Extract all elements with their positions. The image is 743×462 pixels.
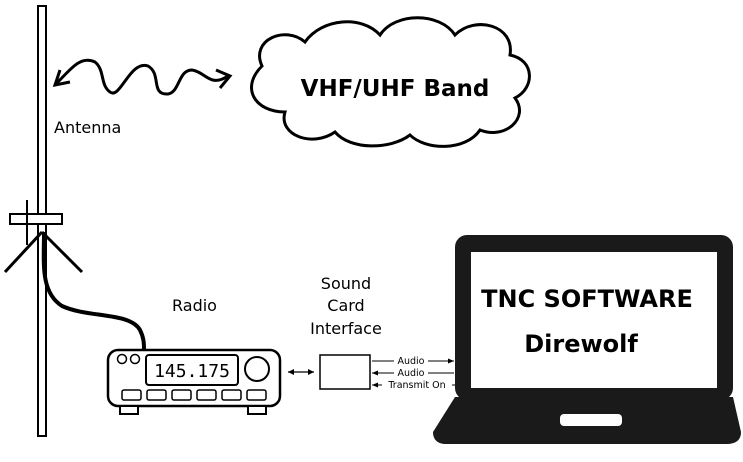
radio-display [145, 354, 239, 386]
signal-audio-out-label: Audio [397, 356, 424, 367]
radio-button [196, 389, 217, 401]
software-label-line1: TNC SOFTWARE [481, 285, 693, 313]
band-label: VHF/UHF Band [301, 76, 490, 102]
radio-knob-small-1 [116, 353, 128, 365]
radio-label: Radio [172, 296, 217, 315]
signal-audio-out: Audio [372, 355, 454, 367]
antenna-radial-left [3, 230, 44, 274]
software-label-line2: Direwolf [524, 330, 638, 358]
laptop-screen [471, 252, 717, 388]
coax-cable [41, 231, 146, 351]
radio-knob-small-2 [129, 353, 141, 365]
antenna-radial-right [40, 230, 84, 274]
radio-button [171, 389, 192, 401]
radio-button [221, 389, 242, 401]
radio-button [121, 389, 142, 401]
radio-button [246, 389, 267, 401]
antenna-crossbar [9, 213, 63, 225]
laptop-trackpad [560, 414, 622, 426]
interface-label-line3: Interface [310, 319, 382, 338]
antenna [3, 5, 84, 437]
signal-transmit-on-label: Transmit On [387, 380, 445, 391]
laptop: TNC SOFTWARE Direwolf [433, 235, 741, 444]
band-cloud: VHF/UHF Band [250, 16, 531, 148]
signal-transmit-on: Transmit On [372, 379, 456, 391]
sound-card-interface [319, 354, 371, 390]
antenna-label: Antenna [54, 118, 121, 137]
radio: 145.175 [106, 348, 282, 415]
radio-frequency: 145.175 [154, 361, 230, 382]
signal-audio-in: Audio [372, 367, 454, 379]
interface-label-line1: Sound [321, 274, 371, 293]
signal-audio-in-label: Audio [397, 368, 424, 379]
radio-interface-link [288, 369, 314, 375]
radio-tuning-knob [244, 356, 270, 382]
radio-wave [54, 58, 229, 96]
radio-button [146, 389, 167, 401]
interface-label-line2: Card [327, 296, 364, 315]
